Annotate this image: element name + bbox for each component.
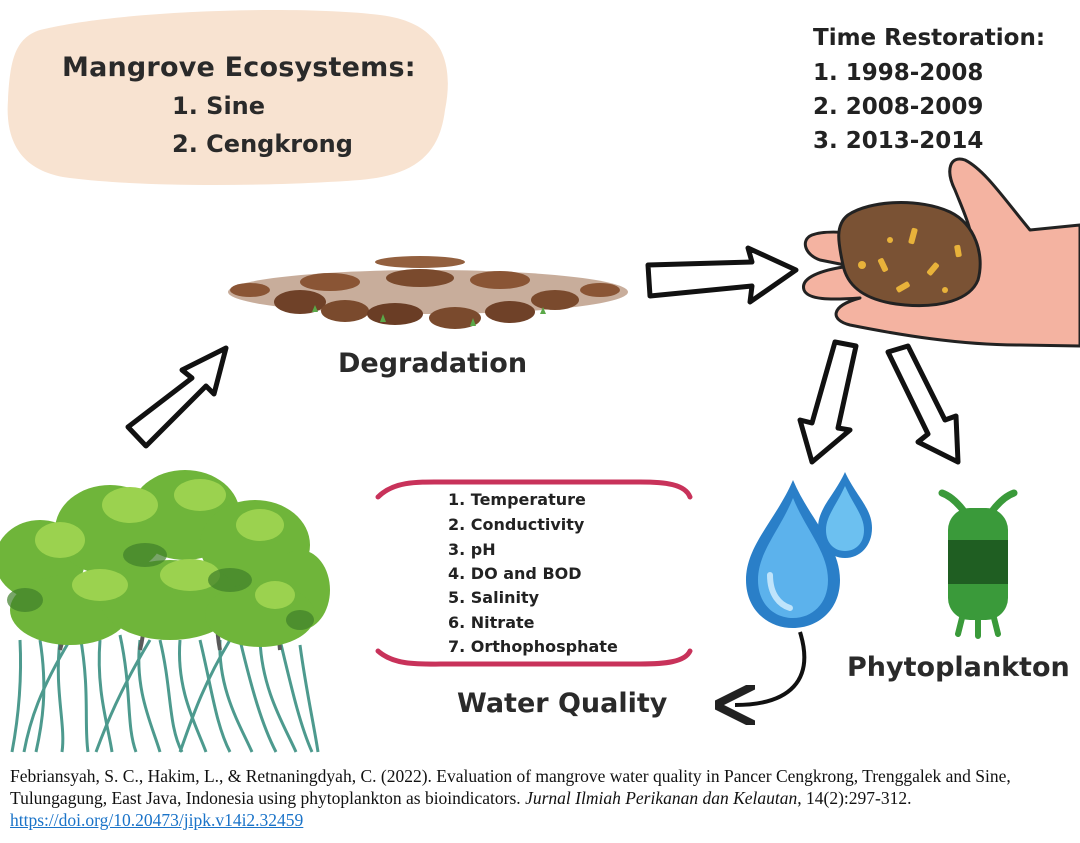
- water-quality-item-conductivity: 2. Conductivity: [448, 515, 585, 534]
- hand-holding-soil-illustration: [802, 157, 1080, 348]
- mangrove-trees-illustration: [0, 470, 330, 753]
- time-restoration-item-2: 2. 2008-2009: [813, 94, 984, 120]
- citation-doi-link[interactable]: https://doi.org/10.20473/jipk.v14i2.3245…: [10, 810, 304, 830]
- citation-volume: , 14(2):297-312.: [797, 788, 912, 808]
- water-quality-item-temperature: 1. Temperature: [448, 490, 586, 509]
- water-quality-item-nitrate: 6. Nitrate: [448, 613, 535, 632]
- time-restoration-title: Time Restoration:: [813, 25, 1046, 51]
- arrow-degradation-to-restoration: [645, 245, 799, 305]
- arrow-to-water: [797, 339, 859, 465]
- degradation-label: Degradation: [338, 348, 528, 379]
- phytoplankton-icon: [938, 489, 1018, 639]
- water-quality-item-salinity: 5. Salinity: [448, 588, 540, 607]
- water-quality-item-do-bod: 4. DO and BOD: [448, 564, 582, 583]
- arrow-mangrove-to-degradation: [125, 345, 229, 449]
- time-restoration-item-3: 3. 2013-2014: [813, 128, 984, 154]
- water-droplets-icon: [746, 472, 872, 628]
- water-quality-label: Water Quality: [457, 688, 668, 719]
- citation: Febriansyah, S. C., Hakim, L., & Retnani…: [10, 765, 1072, 831]
- water-quality-frame: [375, 479, 693, 667]
- degraded-soil-illustration: [228, 256, 628, 329]
- water-quality-item-ph: 3. pH: [448, 540, 496, 559]
- arrow-water-to-quality: [735, 631, 807, 705]
- citation-journal: Jurnal Ilmiah Perikanan dan Kelautan: [525, 788, 798, 808]
- ecosystems-title: Mangrove Ecosystems:: [62, 52, 416, 83]
- water-quality-item-orthophosphate: 7. Orthophosphate: [448, 637, 618, 656]
- time-restoration-item-1: 1. 1998-2008: [813, 60, 984, 86]
- arrow-to-phytoplankton: [885, 343, 961, 465]
- citation-authors: Febriansyah, S. C., Hakim, L., & Retnani…: [10, 766, 1011, 808]
- ecosystems-cloud: [7, 10, 448, 185]
- ecosystem-item-sine: 1. Sine: [172, 92, 266, 120]
- phytoplankton-label: Phytoplankton: [847, 652, 1070, 683]
- ecosystem-item-cengkrong: 2. Cengkrong: [172, 130, 353, 158]
